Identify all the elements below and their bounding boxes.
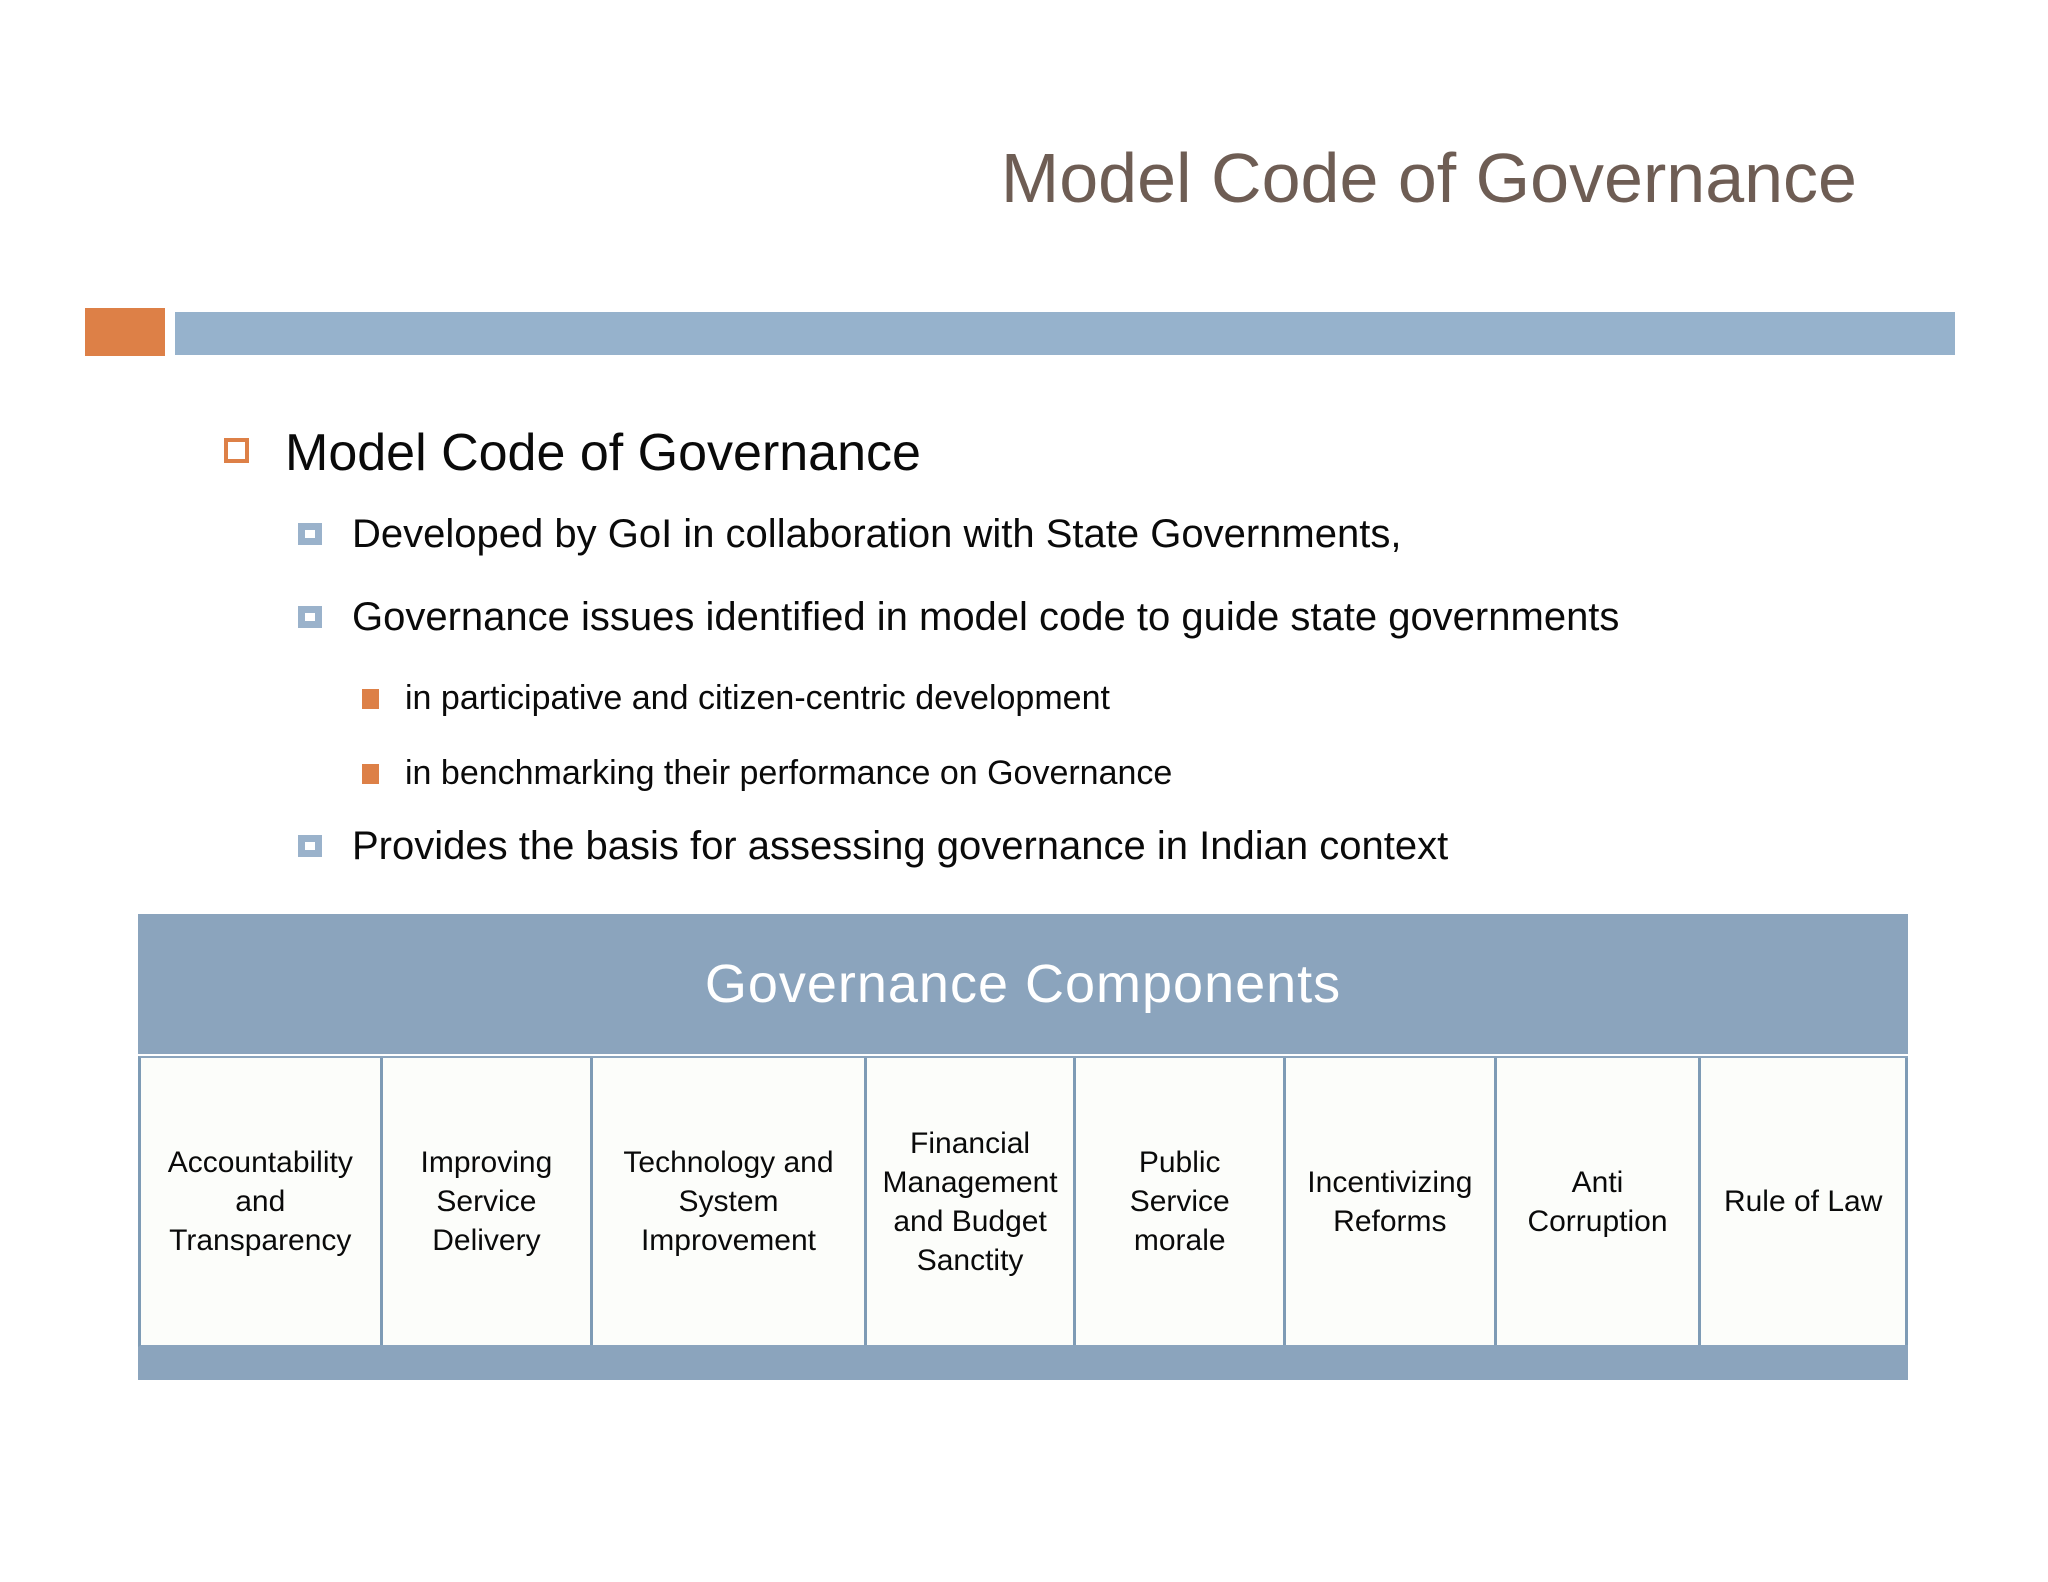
bullet-row: in participative and citizen-centric dev… xyxy=(362,678,1110,719)
bullet-row-heading: Model Code of Governance xyxy=(224,424,921,484)
bullet-text: in benchmarking their performance on Gov… xyxy=(405,754,1173,792)
bullet-row: Provides the basis for assessing governa… xyxy=(298,822,1448,870)
table-cell-rule-of-law: Rule of Law xyxy=(1701,1058,1908,1345)
table-cell-incentivizing-reforms: Incentivizing Reforms xyxy=(1286,1058,1497,1345)
bullet-row: Developed by GoI in collaboration with S… xyxy=(298,510,1401,558)
table-cell-accountability-transparency: Accountability and Transparency xyxy=(141,1058,383,1345)
hollow-square-bullet-icon xyxy=(298,523,322,545)
governance-components-table: Governance Components Accountability and… xyxy=(138,914,1908,1347)
bullet-text: Governance issues identified in model co… xyxy=(352,595,1620,639)
solid-square-bullet-icon xyxy=(362,764,379,784)
table-cell-technology-system-improvement: Technology and System Improvement xyxy=(593,1058,867,1345)
accent-bar-blue xyxy=(175,312,1955,355)
table-row: Accountability and Transparency Improvin… xyxy=(138,1056,1908,1347)
solid-square-bullet-icon xyxy=(362,689,379,709)
bullet-text: Provides the basis for assessing governa… xyxy=(352,824,1449,868)
hollow-square-bullet-icon xyxy=(298,606,322,628)
hollow-square-bullet-icon xyxy=(224,438,249,463)
table-cell-public-service-morale: Public Service morale xyxy=(1076,1058,1287,1345)
accent-bar-orange xyxy=(85,308,165,356)
table-cell-improving-service-delivery: Improving Service Delivery xyxy=(382,1058,594,1345)
slide-title: Model Code of Governance xyxy=(1000,139,1857,217)
bullet-row: Governance issues identified in model co… xyxy=(298,593,1619,641)
table-cell-anti-corruption: Anti Corruption xyxy=(1496,1058,1702,1345)
table-cell-financial-management-budget: Financial Management and Budget Sanctity xyxy=(866,1058,1077,1345)
bullet-text: in participative and citizen-centric dev… xyxy=(405,679,1110,717)
bullet-text: Developed by GoI in collaboration with S… xyxy=(352,512,1402,556)
hollow-square-bullet-icon xyxy=(298,835,322,857)
table-header: Governance Components xyxy=(138,914,1908,1054)
bullet-row: in benchmarking their performance on Gov… xyxy=(362,753,1172,794)
bottom-accent-bar xyxy=(138,1347,1908,1380)
bullet-heading-text: Model Code of Governance xyxy=(285,424,921,482)
